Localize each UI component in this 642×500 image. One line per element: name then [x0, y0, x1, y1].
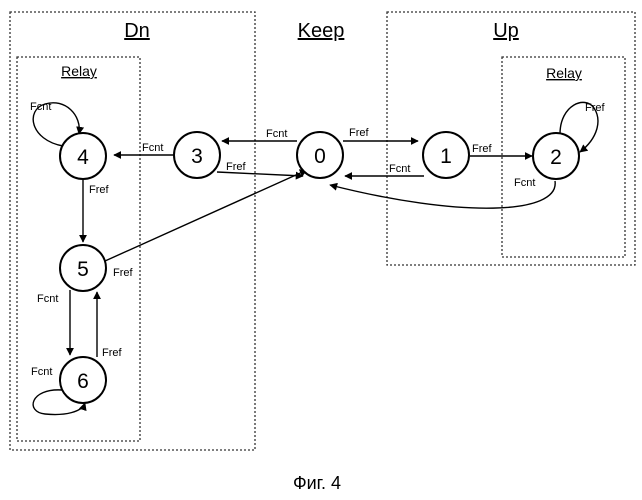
figure-caption: Фиг. 4 — [293, 473, 341, 493]
edge-label-1-0: Fcnt — [389, 163, 410, 175]
edge-label-6-5: Fref — [102, 347, 123, 359]
state-6-label: 6 — [77, 370, 89, 393]
state-4-label: 4 — [77, 146, 89, 169]
edge-label-6-6: Fcnt — [31, 366, 52, 378]
edge-label-3-0: Fref — [226, 161, 247, 173]
state-0-label: 0 — [314, 145, 326, 168]
edge-label-2-2: Fref — [585, 102, 606, 114]
edge-label-4-5: Fref — [89, 184, 110, 196]
edge-label-4-4: Fcnt — [30, 101, 51, 113]
state-2-label: 2 — [550, 146, 562, 169]
state-4: 4 — [60, 133, 106, 179]
state-1: 1 — [423, 132, 469, 178]
state-5: 5 — [60, 245, 106, 291]
edge-label-2-0: Fcnt — [514, 177, 535, 189]
dn-group-box — [10, 12, 255, 450]
state-3: 3 — [174, 132, 220, 178]
edge-label-5-0: Fref — [113, 267, 134, 279]
state-6: 6 — [60, 357, 106, 403]
up-title: Up — [493, 20, 519, 42]
state-3-label: 3 — [191, 145, 203, 168]
edge-label-0-1: Fref — [349, 127, 370, 139]
edge-label-0-3: Fcnt — [266, 128, 287, 140]
state-1-label: 1 — [440, 145, 452, 168]
keep-title: Keep — [298, 20, 345, 42]
edge-label-5-6: Fcnt — [37, 293, 58, 305]
up-group-box — [387, 12, 635, 265]
state-2: 2 — [533, 133, 579, 179]
state-5-label: 5 — [77, 258, 89, 281]
up-relay-title: Relay — [546, 65, 582, 81]
dn-title: Dn — [124, 20, 150, 42]
edge-5-0 — [105, 170, 307, 261]
dn-relay-title: Relay — [61, 63, 97, 79]
edge-label-3-4: Fcnt — [142, 142, 163, 154]
state-0: 0 — [297, 132, 343, 178]
edge-label-1-2: Fref — [472, 143, 493, 155]
